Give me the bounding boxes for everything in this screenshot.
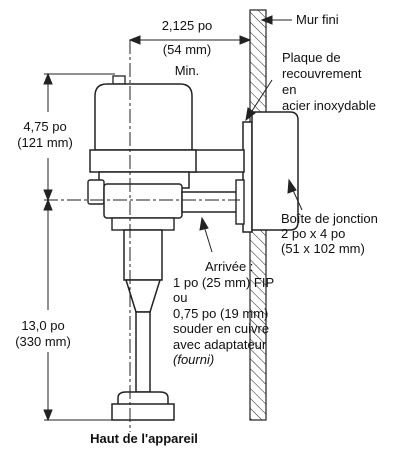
upper-height-dimension-label: 4,75 po (121 mm)	[17, 119, 73, 150]
junction-box-label: Boîte de jonction 2 po x 4 po (51 x 102 …	[281, 211, 378, 256]
inlet-fitting	[87, 179, 245, 231]
svg-text:13,0 po: 13,0 po	[21, 318, 64, 333]
svg-text:avec adaptateur: avec adaptateur	[173, 337, 267, 352]
svg-text:souder en cuivre: souder en cuivre	[173, 321, 269, 336]
svg-text:(54 mm): (54 mm)	[163, 42, 211, 57]
svg-text:(330 mm): (330 mm)	[15, 334, 71, 349]
leader-inlet	[199, 216, 213, 253]
svg-text:2,125 po: 2,125 po	[162, 18, 213, 33]
junction-box	[251, 111, 299, 231]
inlet-label: Arrivée : 1 po (25 mm) FIP ou 0,75 po (1…	[173, 259, 274, 367]
upper-height-dimension-line	[43, 72, 53, 202]
center-lines	[44, 40, 240, 432]
svg-text:acier inoxydable: acier inoxydable	[282, 98, 376, 113]
svg-text:0,75 po (19 mm): 0,75 po (19 mm)	[173, 306, 268, 321]
cover-plate-label: Plaque de recouvrement en acier inoxydab…	[282, 50, 376, 113]
tailpiece	[111, 229, 175, 421]
svg-text:en: en	[282, 82, 296, 97]
leader-junction-box	[287, 178, 303, 211]
valve-body	[89, 75, 197, 189]
svg-text:4,75 po: 4,75 po	[23, 119, 66, 134]
svg-text:ou: ou	[173, 290, 187, 305]
svg-text:Boîte de jonction: Boîte de jonction	[281, 211, 378, 226]
svg-text:recouvrement: recouvrement	[282, 66, 362, 81]
leader-wall	[260, 15, 292, 25]
svg-text:1 po (25 mm) FIP: 1 po (25 mm) FIP	[173, 275, 274, 290]
extension-lines	[44, 73, 115, 421]
offset-dimension-line	[128, 35, 252, 45]
offset-dimension-label: 2,125 po (54 mm) Min.	[162, 18, 213, 78]
svg-text:(121 mm): (121 mm)	[17, 135, 73, 150]
svg-text:(fourni): (fourni)	[173, 352, 214, 367]
leader-cover-plate	[245, 79, 273, 122]
lower-height-dimension-label: 13,0 po (330 mm)	[15, 318, 71, 349]
svg-text:2 po x 4 po: 2 po x 4 po	[281, 226, 345, 241]
fixture-top-caption: Haut de l'appareil	[90, 431, 198, 446]
wall-label: Mur fini	[296, 12, 339, 27]
svg-text:Plaque de: Plaque de	[282, 50, 341, 65]
svg-text:(51 x 102 mm): (51 x 102 mm)	[281, 241, 365, 256]
svg-text:Arrivée :: Arrivée :	[205, 259, 253, 274]
svg-text:Min.: Min.	[175, 63, 200, 78]
lower-height-dimension-line	[43, 198, 53, 422]
